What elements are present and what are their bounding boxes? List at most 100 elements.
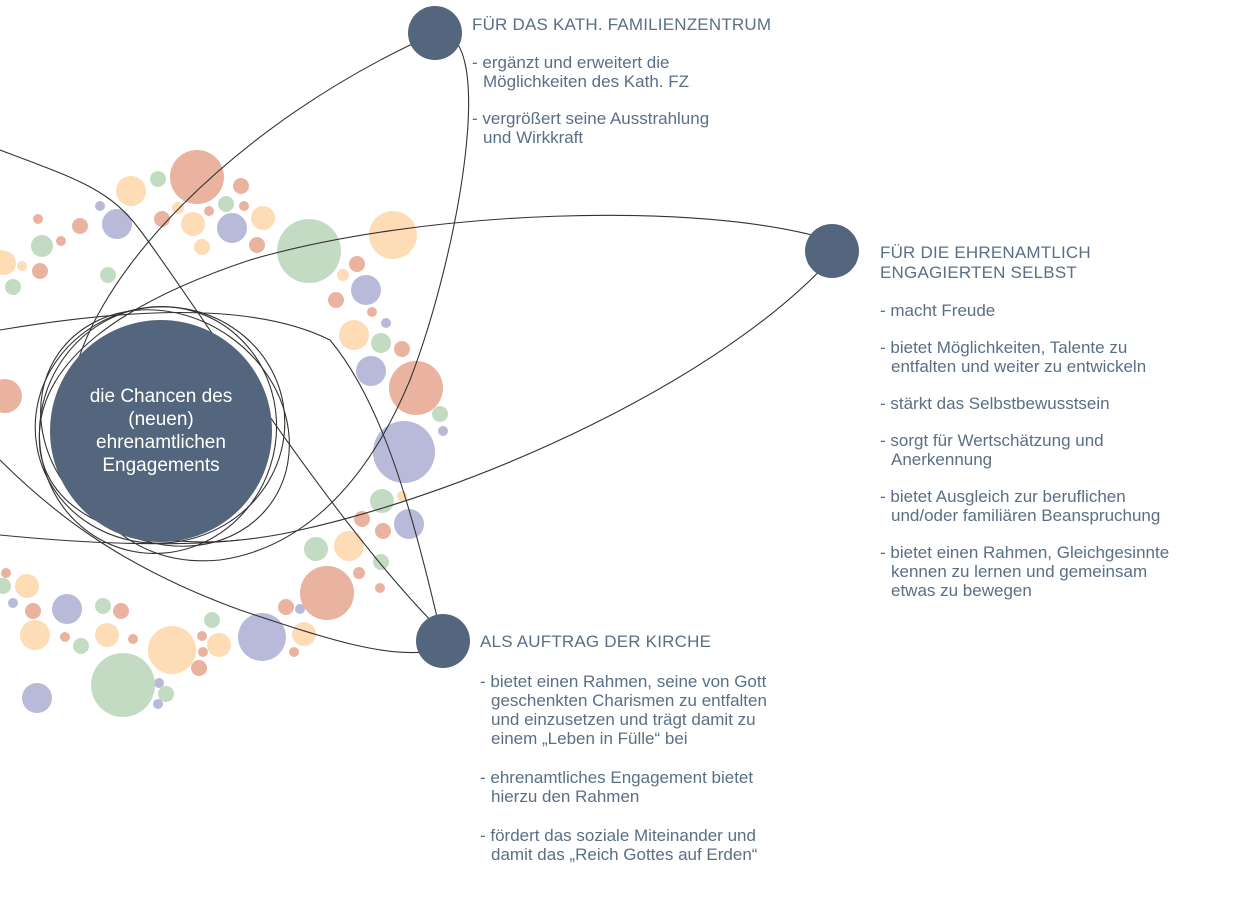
- bubble: [0, 250, 10, 270]
- bubble: [217, 213, 247, 243]
- list-item: - bietet einen Rahmen, seine von Gott ge…: [480, 672, 767, 748]
- bubble: [198, 647, 208, 657]
- bubble: [172, 202, 184, 214]
- bubble: [381, 318, 391, 328]
- bubble: [153, 699, 163, 709]
- bubble: [31, 235, 53, 257]
- list-item: - ergänzt und erweitert die Möglichkeite…: [472, 53, 689, 91]
- bubble: [0, 578, 11, 594]
- node-familienzentrum: [408, 6, 462, 60]
- bubble: [100, 267, 116, 283]
- center-label-line: ehrenamtlichen: [96, 432, 226, 453]
- bubble: [8, 598, 18, 608]
- list-item: - stärkt das Selbstbewusstsein: [880, 394, 1110, 413]
- bubble: [154, 211, 170, 227]
- list-item: - fördert das soziale Miteinander und da…: [480, 826, 758, 864]
- section-heading: ALS AUFTRAG DER KIRCHE: [480, 632, 712, 651]
- bubble: [218, 196, 234, 212]
- bubble: [370, 489, 394, 513]
- section-heading: FÜR DIE EHRENAMTLICH ENGAGIERTEN SELBST: [880, 243, 1240, 283]
- decorative-bubbles: [0, 150, 448, 717]
- section-heading-line: ENGAGIERTEN SELBST: [880, 263, 1077, 282]
- bubble: [371, 333, 391, 353]
- bubble: [25, 603, 41, 619]
- bubble: [158, 686, 174, 702]
- bubble: [197, 631, 207, 641]
- bubble: [251, 206, 275, 230]
- bubble: [349, 256, 365, 272]
- bubble: [367, 307, 377, 317]
- section-heading-line: FÜR DIE EHRENAMTLICH: [880, 243, 1091, 262]
- bubble: [15, 574, 39, 598]
- bubble: [60, 632, 70, 642]
- orbit-line: [68, 33, 470, 562]
- list-item: - macht Freude: [880, 301, 996, 320]
- bubble: [337, 269, 349, 281]
- bubble: [102, 209, 132, 239]
- bubble: [56, 236, 66, 246]
- bubble: [292, 622, 316, 646]
- bubble: [204, 206, 214, 216]
- section-heading: FÜR DAS KATH. FAMILIENZENTRUM: [472, 15, 772, 34]
- center-node: [50, 320, 272, 542]
- bubble: [20, 620, 50, 650]
- bubble: [72, 218, 88, 234]
- bubble: [289, 647, 299, 657]
- bubble: [1, 568, 11, 578]
- bubble: [233, 178, 249, 194]
- bubble: [150, 171, 166, 187]
- bubble: [33, 214, 43, 224]
- orbit-line: [0, 259, 831, 545]
- center-label-line: die Chancen des: [89, 386, 233, 407]
- bubble: [277, 219, 341, 283]
- bubble: [191, 660, 207, 676]
- bubble: [239, 201, 249, 211]
- bubble: [373, 554, 389, 570]
- bubble: [373, 421, 435, 483]
- orbit-line: [38, 214, 831, 543]
- bubble: [154, 678, 164, 688]
- list-item: - bietet Ausgleich zur beruflichen und/o…: [880, 487, 1161, 525]
- bubble: [194, 239, 210, 255]
- section-kirche: ALS AUFTRAG DER KIRCHE - bietet einen Ra…: [480, 632, 820, 864]
- bubble: [148, 626, 196, 674]
- bubble: [73, 638, 89, 654]
- bubble: [0, 379, 22, 413]
- bubble: [354, 511, 370, 527]
- bubble: [116, 176, 146, 206]
- orbit-lines: [0, 33, 831, 654]
- bubble: [204, 612, 220, 628]
- bubble: [207, 633, 231, 657]
- section-familienzentrum: FÜR DAS KATH. FAMILIENZENTRUM - ergänzt …: [472, 15, 812, 147]
- bubble: [438, 426, 448, 436]
- bubble: [394, 509, 424, 539]
- bubble: [170, 150, 224, 204]
- nodes: [50, 6, 859, 668]
- bubble: [353, 567, 365, 579]
- bubble: [113, 603, 129, 619]
- orbit-line: [0, 149, 441, 631]
- bubble: [5, 279, 21, 295]
- bubble: [17, 261, 27, 271]
- bubble: [389, 361, 443, 415]
- bubble: [52, 594, 82, 624]
- list-item: - ehrenamtliches Engagement bietet hierz…: [480, 768, 754, 806]
- bubble: [91, 653, 155, 717]
- bubble: [95, 598, 111, 614]
- section-ehrenamtlich: FÜR DIE EHRENAMTLICH ENGAGIERTEN SELBST …: [880, 243, 1240, 600]
- node-kirche: [416, 614, 470, 668]
- bubble: [328, 292, 344, 308]
- list-item: - bietet Möglichkeiten, Talente zu entfa…: [880, 338, 1147, 376]
- list-item: - vergrößert seine Ausstrahlung und Wirk…: [472, 109, 710, 147]
- bubble: [375, 523, 391, 539]
- bubble: [375, 583, 385, 593]
- bubble: [128, 634, 138, 644]
- orbit-loop: [38, 306, 278, 554]
- bubble: [278, 599, 294, 615]
- bubble: [295, 604, 305, 614]
- node-ehrenamtlich: [805, 224, 859, 278]
- bubble: [339, 320, 369, 350]
- bubble: [334, 531, 364, 561]
- bubble: [304, 537, 328, 561]
